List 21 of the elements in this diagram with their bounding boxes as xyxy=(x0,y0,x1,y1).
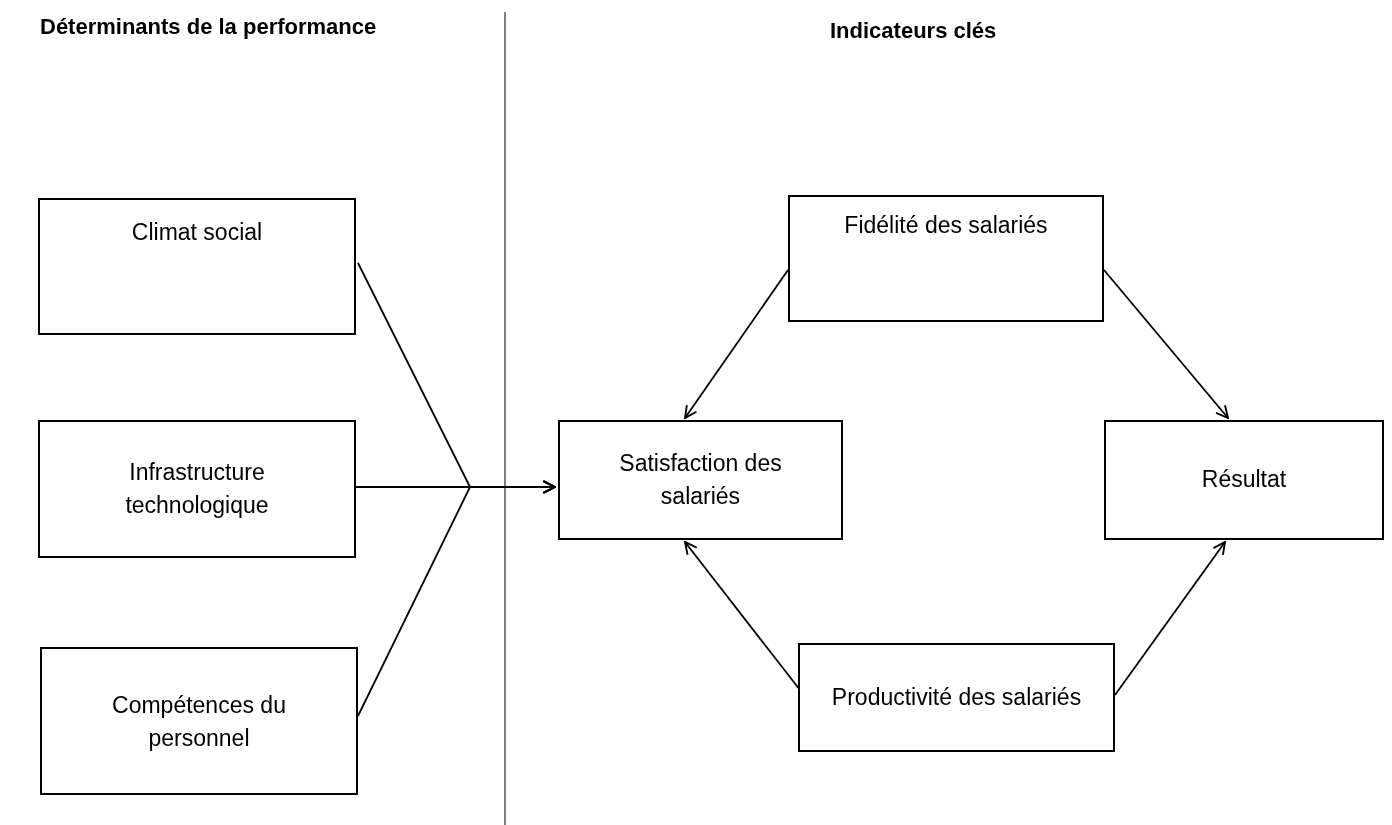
node-label: Résultat xyxy=(1201,465,1287,495)
arrow xyxy=(684,269,789,419)
node-label: Fidélité des salariés xyxy=(844,211,1048,240)
process-box xyxy=(38,198,356,335)
process-box xyxy=(38,420,356,558)
column-heading: Déterminants de la performance xyxy=(40,14,377,40)
arrow xyxy=(357,480,556,717)
node-label: Climat social xyxy=(131,218,263,247)
node-label: Compétences du personnel xyxy=(111,691,287,754)
process-box xyxy=(558,420,843,540)
process-box xyxy=(798,643,1115,752)
process-box xyxy=(788,195,1104,322)
column-heading: Indicateurs clés xyxy=(830,18,997,44)
process-box xyxy=(1104,420,1384,540)
node-label: Productivité des salariés xyxy=(831,682,1082,712)
arrow xyxy=(684,541,801,691)
process-box xyxy=(40,647,358,795)
arrow xyxy=(1114,541,1226,696)
node-label: Satisfaction des salariés xyxy=(618,448,783,511)
node-label: Infrastructure technologique xyxy=(124,457,270,520)
arrow xyxy=(1103,269,1229,419)
